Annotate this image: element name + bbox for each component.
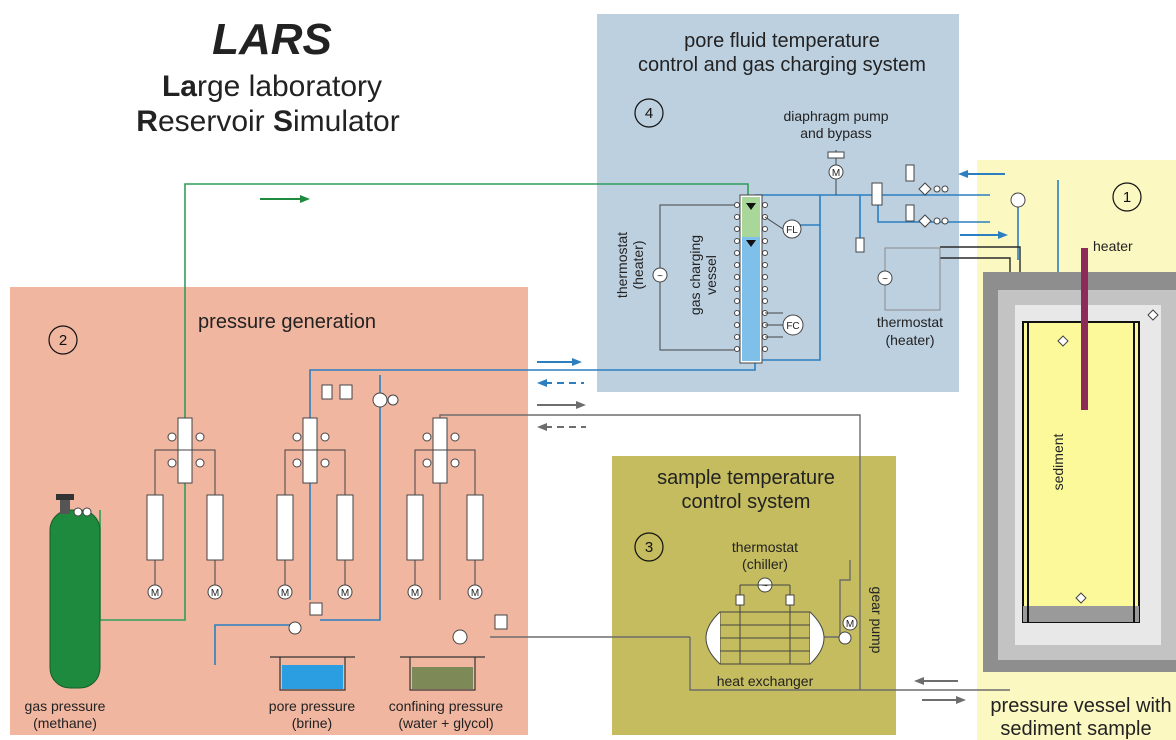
- svg-text:M: M: [411, 588, 419, 599]
- methane-cylinder: [49, 494, 101, 689]
- blue-flow-arrows: [537, 170, 1008, 387]
- diaphragm-pump: M: [827, 150, 845, 195]
- thermostat-left-unit: ~: [652, 204, 741, 351]
- diaphragm-pump-label-line1: diaphragm pump: [783, 108, 888, 124]
- panel-number-1: 1: [1123, 189, 1131, 206]
- gas-charging-vessel: [734, 194, 768, 364]
- grey-flow-arrows: [537, 401, 966, 704]
- svg-text:FC: FC: [786, 321, 799, 332]
- flow-level-sensor: FL: [764, 216, 802, 239]
- pore-pump-group: M M: [276, 384, 399, 635]
- chiller-unit: ~: [735, 577, 795, 612]
- panel-number-4: 4: [645, 105, 653, 122]
- gas-charging-vessel-line2: vessel: [703, 255, 719, 295]
- chiller-label-line1: thermostat: [732, 539, 798, 555]
- gas-pressure-label-line1: gas pressure: [25, 698, 106, 714]
- heater-label: heater: [1093, 238, 1133, 254]
- svg-text:~: ~: [657, 271, 663, 282]
- glycol-tank: [400, 656, 485, 691]
- lars-subtitle-line2: Reservoir Simulator: [136, 105, 399, 138]
- vessel-caption-line2: sediment sample: [1000, 718, 1151, 740]
- pressure-generation-title: pressure generation: [198, 311, 376, 333]
- panel-number-3-circle: [634, 532, 664, 562]
- panel-number-2-circle: [48, 325, 78, 355]
- panel-number-4-circle: [634, 98, 664, 128]
- svg-text:FL: FL: [786, 225, 798, 236]
- diaphragm-pump-label-line2: and bypass: [800, 125, 872, 141]
- lars-title: LARS: [212, 15, 332, 64]
- pore-fluid-panel: [597, 14, 959, 392]
- lars-subtitle-line1: Large laboratory: [162, 70, 382, 103]
- sample-temperature-panel: [612, 456, 896, 735]
- green-flow-arrow: [260, 195, 310, 203]
- chiller-label-line2: (chiller): [742, 556, 788, 572]
- svg-text:~: ~: [882, 274, 888, 285]
- panel-number-2: 2: [59, 332, 67, 349]
- gauge-icon: [1010, 192, 1026, 208]
- pore-fluid-title-line1: pore fluid temperature: [684, 30, 880, 52]
- heat-exchanger: [705, 611, 825, 665]
- gas-charging-vessel-line1: gas charging: [687, 235, 703, 315]
- thermostat-right-line1: thermostat: [877, 314, 943, 330]
- pore-fluid-title-line2: control and gas charging system: [638, 54, 926, 76]
- valve-cluster-top: [855, 164, 1026, 253]
- svg-text:M: M: [341, 588, 349, 599]
- thermostat-right-unit: ~: [877, 247, 941, 311]
- sediment-label: sediment: [1050, 433, 1066, 490]
- confining-pressure-label-line1: confining pressure: [389, 698, 504, 714]
- svg-text:M: M: [211, 588, 219, 599]
- gas-pressure-label-line2: (methane): [33, 715, 97, 731]
- confining-pump-group: M M: [406, 417, 508, 645]
- vessel-caption-line1: pressure vessel with: [990, 695, 1171, 717]
- brine-tank: [270, 656, 355, 691]
- sample-temp-title-line2: control system: [682, 491, 811, 513]
- heater-rod: [1081, 248, 1088, 410]
- sample-temp-title-line1: sample temperature: [657, 467, 835, 489]
- svg-text:M: M: [281, 588, 289, 599]
- panel-number-3: 3: [645, 539, 653, 556]
- flow-controller: FC: [765, 312, 804, 338]
- svg-text:M: M: [151, 588, 159, 599]
- svg-text:M: M: [832, 168, 840, 179]
- thermostat-left-line1: thermostat: [614, 232, 630, 298]
- thermostat-left-line2: (heater): [630, 240, 646, 289]
- gear-pump-label: gear pump: [869, 587, 885, 654]
- pressure-vessel: [983, 248, 1176, 672]
- gear-pump: M: [838, 615, 858, 645]
- heat-exchanger-label: heat exchanger: [717, 673, 814, 689]
- confining-pressure-label-line2: (water + glycol): [398, 715, 493, 731]
- thermostat-right-line2: (heater): [885, 332, 934, 348]
- pore-pressure-label-line1: pore pressure: [269, 698, 356, 714]
- svg-text:~: ~: [762, 581, 768, 592]
- svg-text:M: M: [846, 619, 854, 630]
- svg-text:M: M: [471, 588, 479, 599]
- gas-pump-group: M M: [146, 417, 224, 600]
- pore-pressure-label-line2: (brine): [292, 715, 332, 731]
- brine-lines: [214, 180, 1059, 665]
- panel-number-1-circle: [1112, 182, 1142, 212]
